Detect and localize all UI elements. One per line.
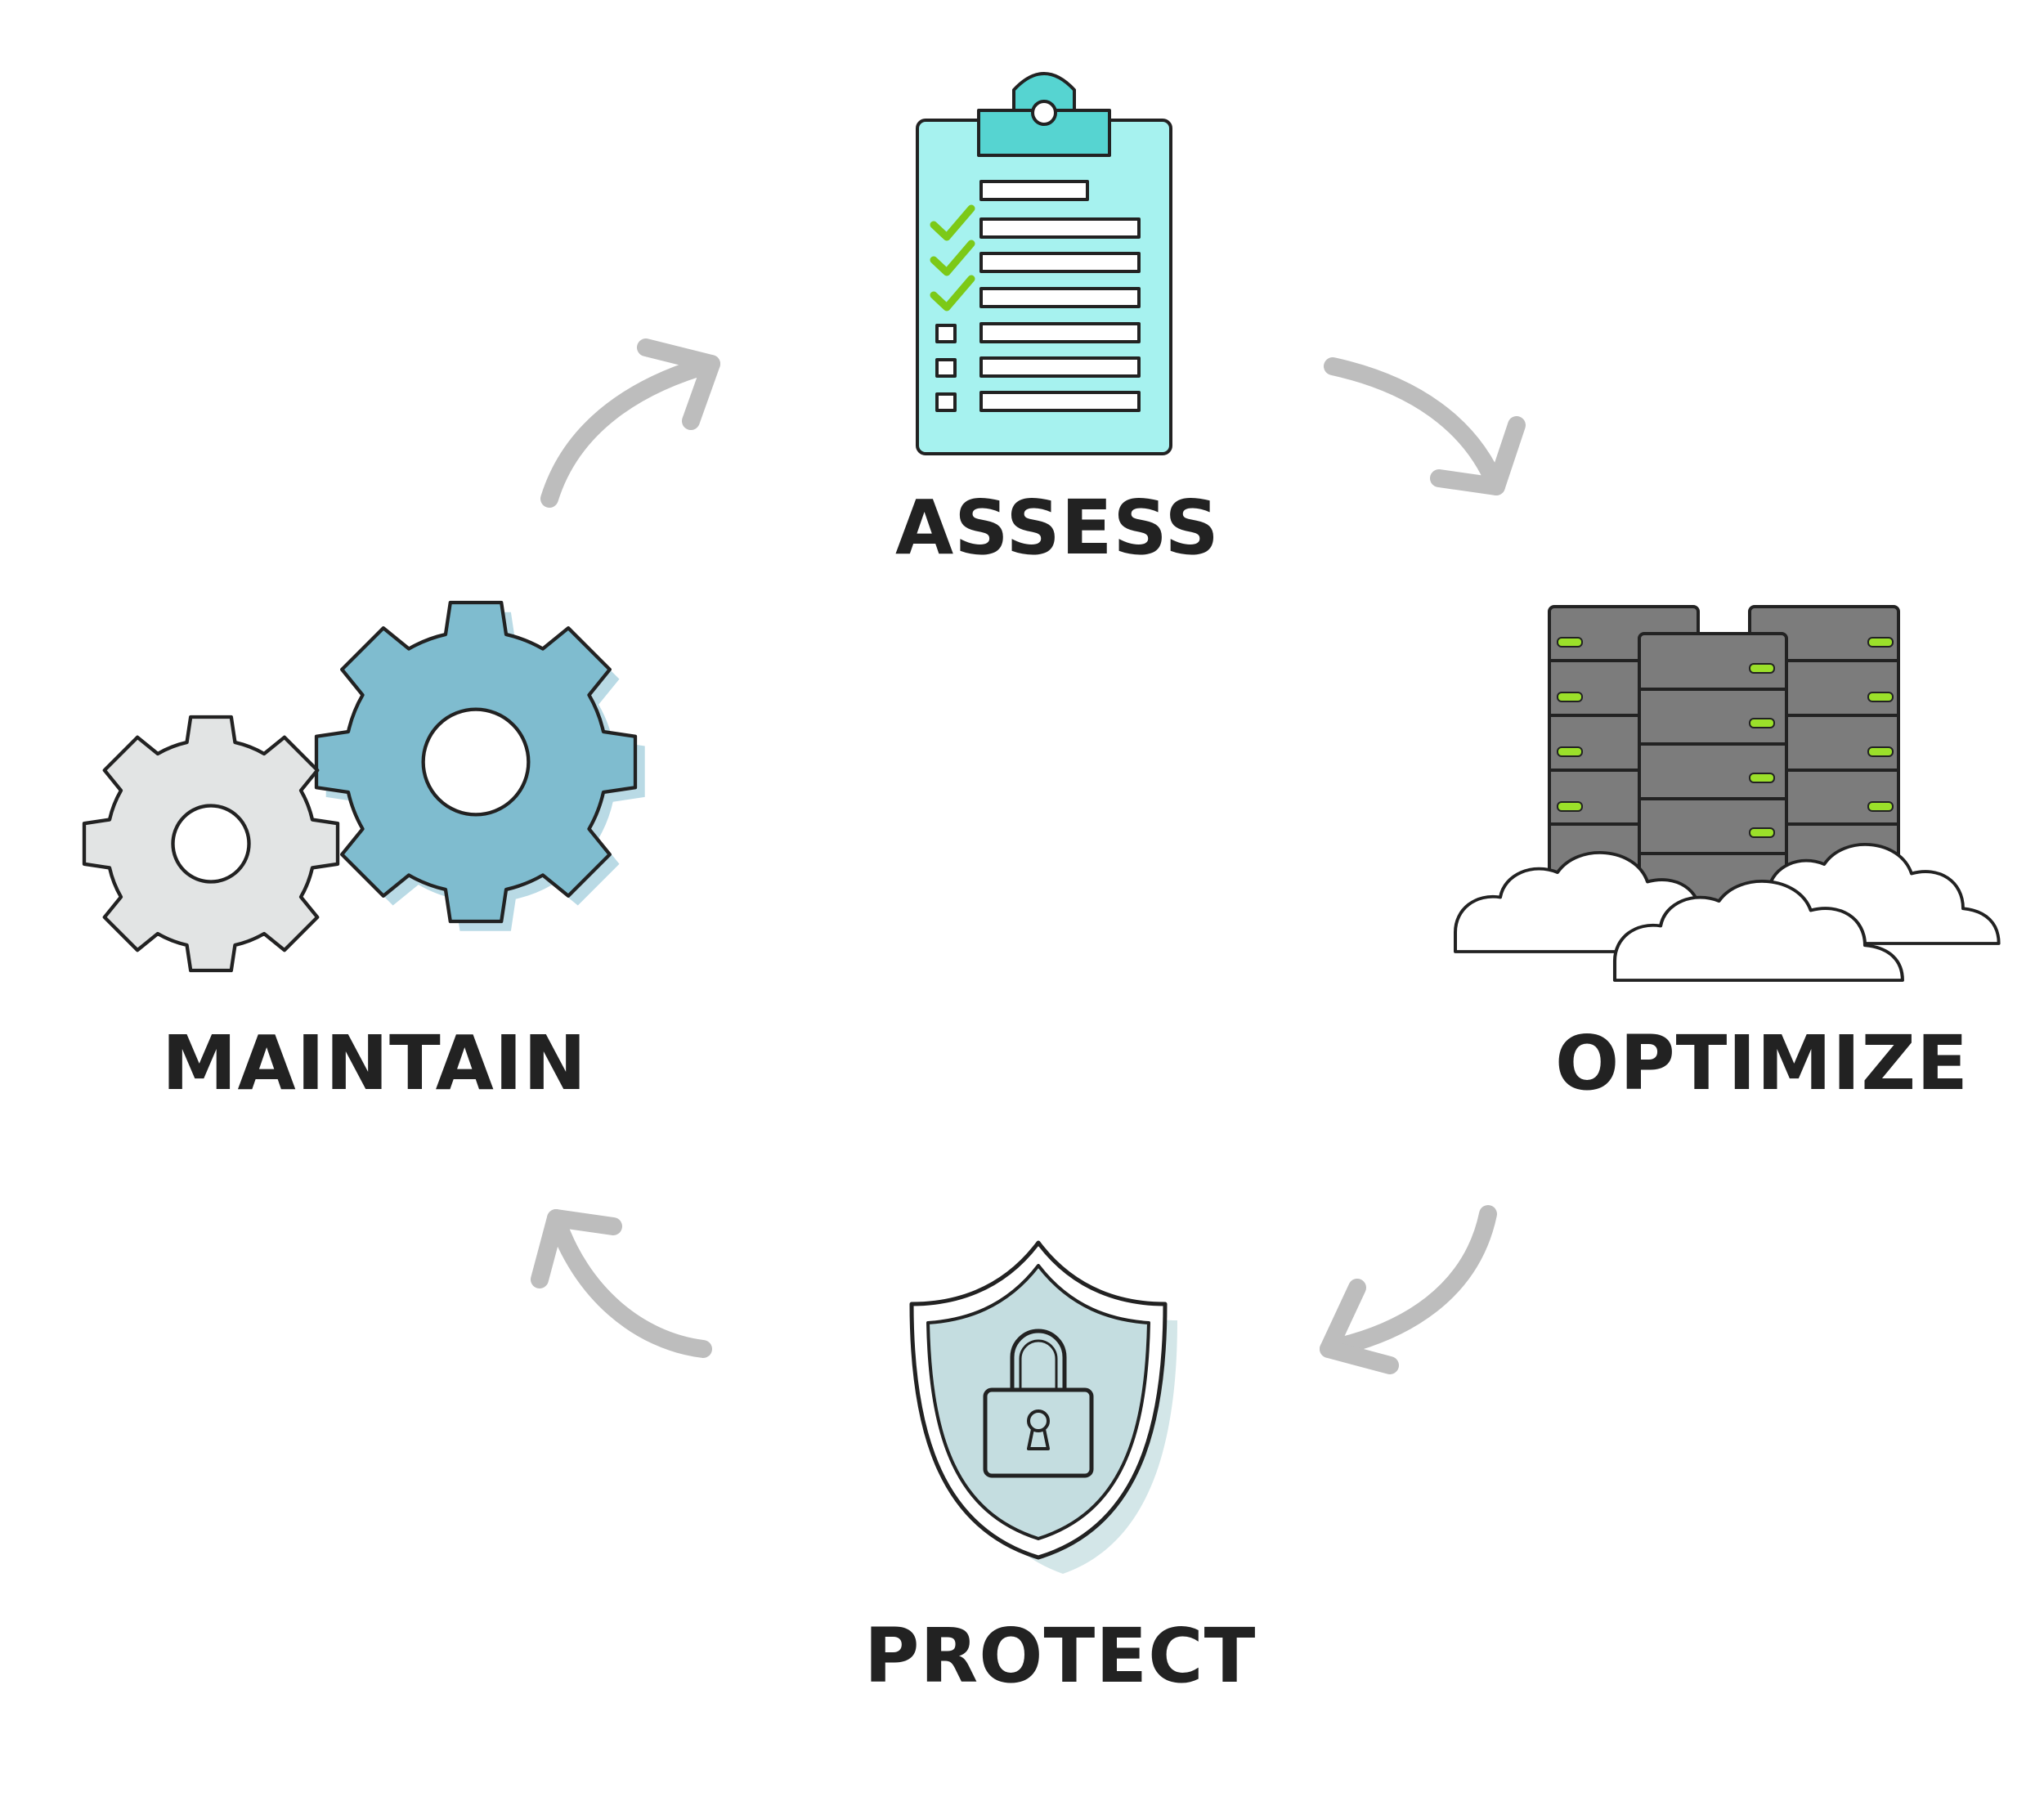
arrow-protect-to-maintain	[531, 1209, 712, 1358]
arrow-maintain-to-assess	[540, 338, 720, 508]
gear-large	[316, 603, 645, 931]
check-marks	[930, 204, 975, 311]
arrow-assess-to-optimize	[1324, 357, 1526, 495]
step-label-optimize: OPTIMIZE	[1555, 1019, 1969, 1107]
step-label-protect: PROTECT	[864, 1612, 1257, 1700]
gear-small	[84, 717, 338, 970]
server-leds	[1557, 637, 1894, 838]
arrow-optimize-to-protect	[1320, 1205, 1497, 1374]
step-label-assess: ASSESS	[895, 484, 1220, 571]
server-cloud-icon	[1454, 605, 2001, 980]
step-label-maintain: MAINTAIN	[162, 1019, 588, 1107]
clipboard-checklist-icon	[916, 72, 1172, 455]
gears-icon	[84, 603, 645, 970]
server-middle	[1638, 632, 1788, 921]
shield-lock-icon	[909, 1240, 1177, 1574]
